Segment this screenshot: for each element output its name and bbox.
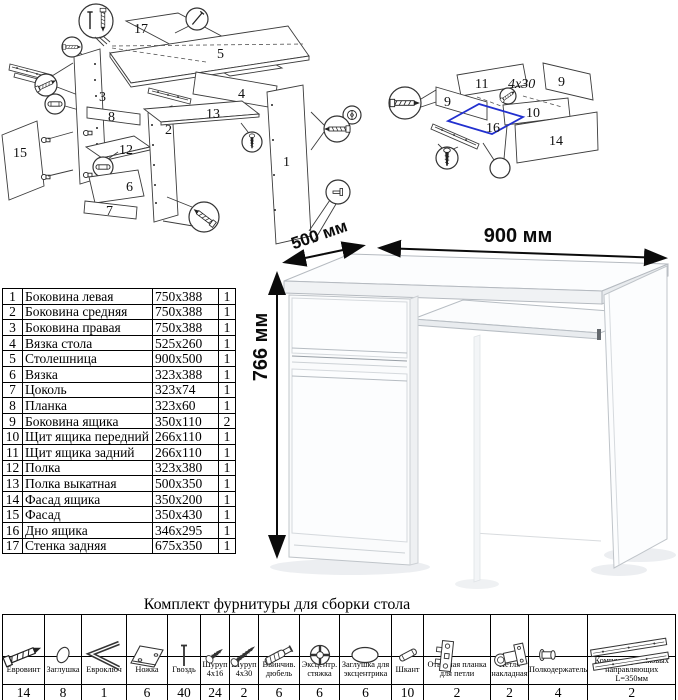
label-9b: 9 [558,75,565,90]
dowel-icon [95,164,111,170]
drawer-side-panel [435,86,488,121]
label-13: 13 [206,107,220,122]
dimension-height: 766 мм [250,271,286,559]
desk-3d-view: 900 мм 500 мм 766 мм [250,216,676,589]
drawer-back-panel [456,63,528,97]
exploded-drawer-diagram: 11 9 9 10 16 14 4x30 [388,62,599,179]
hardware-qty-row: 14 8 1 6 40 24 2 6 6 6 10 2 2 4 2 [2,683,677,700]
screw-icon [230,645,256,667]
label-9a: 9 [444,95,451,110]
empty-callout-circle [489,157,511,179]
drawer-facade-panel [514,111,599,164]
screw-icon [205,648,223,663]
label-10: 10 [526,106,540,121]
cam-lock-icon [347,110,357,120]
eurovint-icon [2,641,44,668]
shelf-pin-icon [539,648,556,661]
drawer-bottom-panel [445,103,526,135]
nail-icon [181,644,187,666]
hinge-icon [40,173,51,181]
desk-drawer-front [291,297,408,359]
exploded-desk-diagram: 17 5 3 8 12 6 7 [1,3,362,245]
label-12: 12 [119,143,133,158]
label-17: 17 [134,22,148,37]
panel-side-left [266,84,312,245]
foot-icon [130,644,164,668]
label-8: 8 [108,110,115,125]
label-3: 3 [99,90,106,105]
label-1: 1 [283,155,290,170]
panel-planka [86,106,141,126]
label-6: 6 [126,180,133,195]
label-16: 16 [486,121,500,136]
panel-vyazka [88,169,145,204]
fasteners-callout-circle [78,3,114,39]
label-5: 5 [217,47,224,62]
label-7: 7 [106,204,113,219]
hinge-cup-icon [82,129,93,137]
cam-cap-icon [351,646,379,663]
hardware-icons-row [2,614,677,672]
desk-right-panel [603,265,668,569]
wood-dowel-icon [399,648,417,661]
dowel-screw-icon [264,644,294,665]
label-14: 14 [549,134,563,149]
drawer-slide-icon [147,87,192,105]
screw-size-note: 4x30 [508,77,535,92]
height-label: 766 мм [250,313,272,382]
dowel-icon [47,101,63,107]
hardware-kit-table: Евровинт Заглушка Евроключ Ножка Гвоздь … [2,614,677,700]
hinge-icon [40,136,51,144]
cap-icon [56,646,70,663]
drawer-slides-icon [590,637,670,671]
desk-door [291,368,408,543]
hardware-kit-title: Комплект фурнитуры для сборки стола [143,596,411,613]
hinge-icon [494,642,528,667]
width-label: 900 мм [484,225,553,247]
panel-door [1,120,45,201]
drawer-slide-icon [430,123,480,150]
panel-tsokol [83,200,138,220]
cam-lock-icon [309,644,331,665]
label-15: 15 [13,146,27,161]
hex-key-icon [85,640,121,670]
label-4: 4 [238,87,245,102]
hinge-plate-icon [434,639,455,672]
dimension-width: 900 мм [377,225,668,267]
label-11: 11 [475,77,488,92]
label-2: 2 [165,123,172,138]
drawer-side-panel [542,62,594,101]
